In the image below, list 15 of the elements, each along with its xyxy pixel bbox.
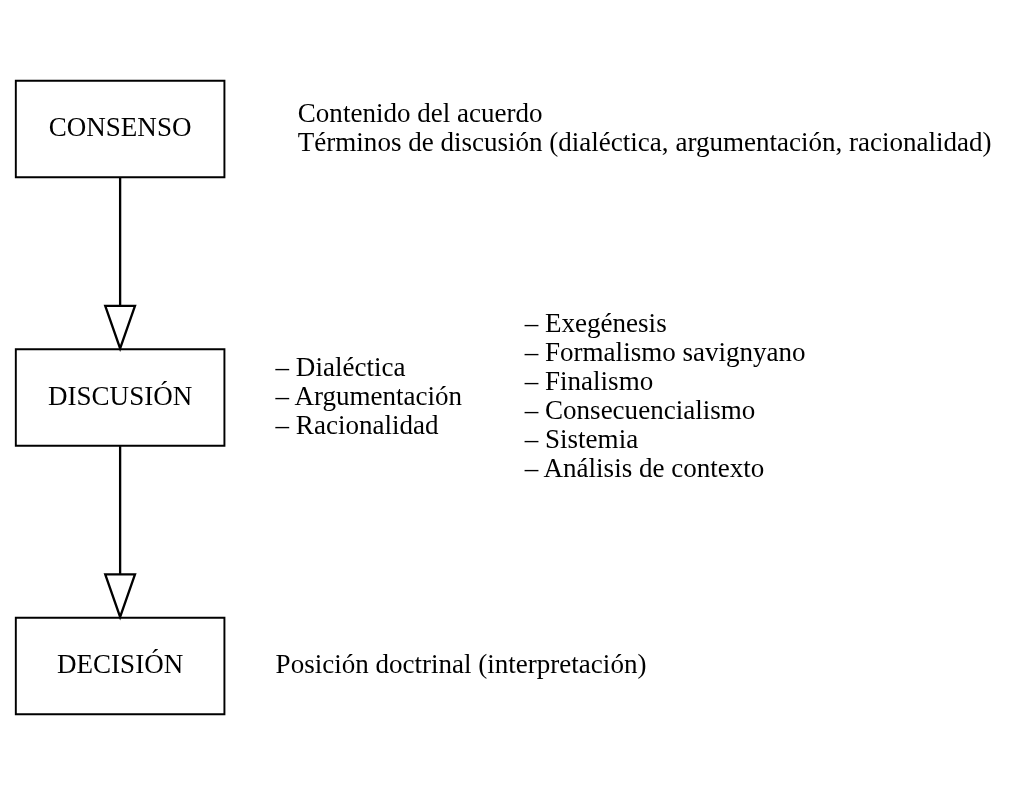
node-label: – Argumentación: [275, 380, 463, 411]
arrow: [103, 445, 137, 620]
label: – Consecuencialismo: [524, 394, 756, 425]
label: – Finalismo: [524, 365, 654, 396]
node-box: DISCUSIÓN: [14, 347, 226, 447]
node-box: CONSENSO: [14, 79, 226, 178]
node-label: Posición doctrinal (interpretación): [275, 648, 647, 679]
node-box: DECISIÓN: [14, 616, 226, 715]
label: – Análisis de contexto: [524, 452, 765, 483]
node-label: – Dialéctica: [275, 351, 406, 382]
arrow: [103, 177, 137, 352]
node-label: Términos de discusión (dialéctica, argumentación, racionalidad): [297, 126, 992, 157]
label: – Exegénesis: [524, 307, 667, 338]
node-label: Contenido del acuerdo: [297, 97, 543, 128]
label: – Sistemia: [524, 423, 639, 454]
